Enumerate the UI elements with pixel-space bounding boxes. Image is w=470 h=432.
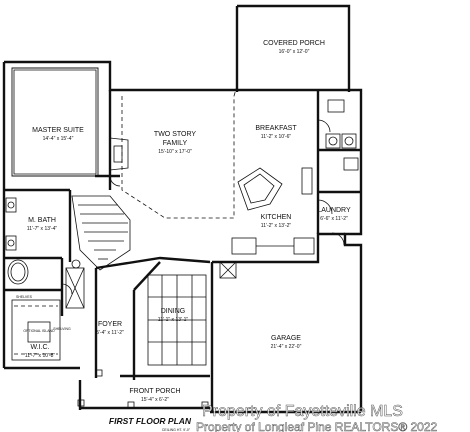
laundry-dims: 6'-6" x 11'-2" bbox=[320, 216, 348, 222]
room-labels: COVERED PORCH 16'-0" x 12'-0" MASTER SUI… bbox=[16, 40, 351, 403]
wic-label: W.I.C. bbox=[30, 344, 49, 351]
laundry-appliances bbox=[325, 99, 359, 171]
laundry-label: LAUNDRY bbox=[317, 207, 351, 214]
bath-fixtures bbox=[5, 197, 85, 309]
family-label-line1: TWO STORY bbox=[154, 131, 196, 138]
staircase bbox=[71, 195, 131, 271]
optional-island-label: OPTIONAL ISLAND bbox=[23, 329, 55, 333]
dining-dims: 11'-1" x 13'-1" bbox=[158, 317, 189, 323]
fireplace bbox=[109, 137, 129, 171]
exterior-walls bbox=[2, 4, 363, 414]
foyer-dims: 5'-4" x 11'-2" bbox=[96, 330, 124, 336]
front-porch-label: FRONT PORCH bbox=[129, 388, 180, 395]
interior-walls bbox=[4, 67, 361, 380]
shelves-label: SHELVES bbox=[16, 295, 33, 299]
dining-label: DINING bbox=[161, 308, 186, 315]
covered-porch-label: COVERED PORCH bbox=[263, 40, 325, 47]
breakfast-label: BREAKFAST bbox=[255, 125, 297, 132]
master-bath-dims: 11'-7" x 13'-4" bbox=[27, 226, 58, 232]
plan-subtitle: CEILING HT. 9'-0" bbox=[162, 428, 191, 432]
garage-dims: 21'-4" x 22'-0" bbox=[271, 344, 302, 350]
front-porch-dims: 15'-4" x 6'-2" bbox=[141, 397, 169, 403]
master-suite-label: MASTER SUITE bbox=[32, 127, 84, 134]
foyer-label: FOYER bbox=[98, 321, 122, 328]
plan-title: FIRST FLOOR PLAN bbox=[109, 416, 192, 426]
wic-dims: 11'-7" x 10'-8" bbox=[25, 353, 56, 359]
plan-title-group: FIRST FLOOR PLAN CEILING HT. 9'-0" bbox=[109, 416, 192, 432]
watermark-line2: Property of Longleaf Pine REALTORS® 2022 bbox=[196, 420, 438, 432]
covered-porch-dims: 16'-0" x 12'-0" bbox=[279, 49, 310, 55]
kitchen-island bbox=[237, 167, 313, 211]
master-bath-label: M. BATH bbox=[28, 217, 56, 224]
family-label-line2: FAMILY bbox=[163, 140, 188, 147]
door-swings bbox=[61, 119, 345, 295]
kitchen-counters bbox=[219, 237, 315, 279]
dining-floor-grid bbox=[148, 275, 206, 365]
master-suite-dims: 14'-4" x 15'-4" bbox=[43, 136, 74, 142]
garage-label: GARAGE bbox=[271, 335, 301, 342]
watermark: Property of Fayetteville MLS Property of… bbox=[196, 403, 438, 432]
kitchen-dims: 11'-2" x 13'-2" bbox=[261, 223, 292, 229]
walk-in-closet bbox=[11, 299, 61, 361]
open-to-below-outline bbox=[121, 85, 238, 219]
family-dims: 15'-10" x 17'-0" bbox=[158, 149, 192, 155]
porch-columns bbox=[77, 369, 209, 409]
breakfast-dims: 11'-2" x 10'-6" bbox=[261, 134, 292, 140]
watermark-line1: Property of Fayetteville MLS bbox=[202, 403, 403, 420]
shelving-label: SHELVING bbox=[53, 327, 71, 331]
kitchen-label: KITCHEN bbox=[261, 214, 292, 221]
